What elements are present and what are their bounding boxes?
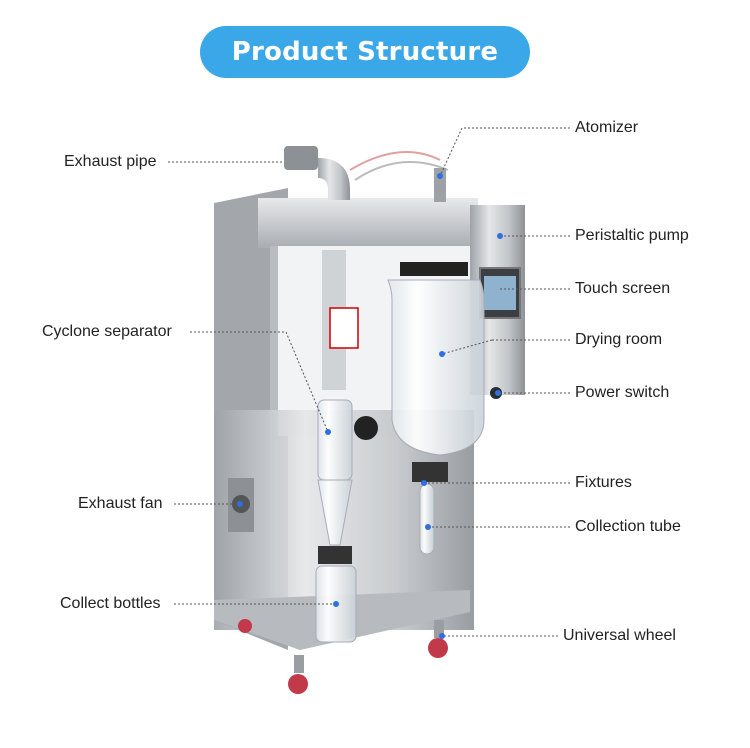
label-universal-wheel: Universal wheel xyxy=(563,627,676,644)
collect-bottle xyxy=(315,546,357,643)
page-title: Product Structure xyxy=(231,37,499,67)
label-collect-bottles: Collect bottles xyxy=(60,595,161,612)
exhaust-pipe xyxy=(284,146,350,200)
leader-dots xyxy=(237,173,503,639)
label-exhaust-fan: Exhaust fan xyxy=(78,495,163,512)
leader-lines xyxy=(168,127,570,637)
wheels xyxy=(238,619,448,694)
label-exhaust-pipe: Exhaust pipe xyxy=(64,153,157,170)
label-peristaltic-pump: Peristaltic pump xyxy=(575,227,689,244)
cyclone-separator xyxy=(317,250,378,546)
drying-room xyxy=(387,262,485,555)
label-collection-tube: Collection tube xyxy=(575,518,681,535)
atomizer xyxy=(349,151,449,202)
label-drying-room: Drying room xyxy=(575,331,663,348)
label-touch-screen: Touch screen xyxy=(575,280,671,297)
label-cyclone-separator: Cyclone separator xyxy=(42,323,172,340)
label-power-switch: Power switch xyxy=(575,384,670,401)
title-banner: Product Structure xyxy=(200,26,530,78)
label-fixtures: Fixtures xyxy=(575,474,632,491)
label-atomizer: Atomizer xyxy=(575,119,639,136)
